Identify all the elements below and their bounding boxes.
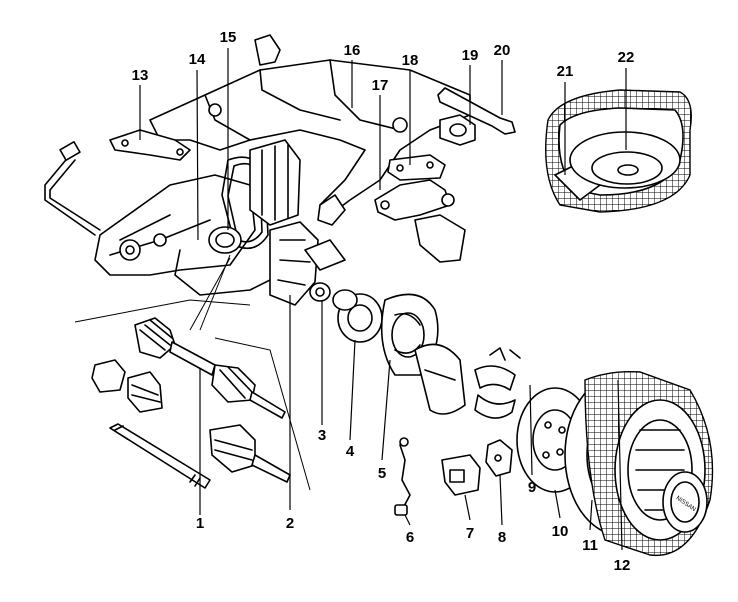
caliper-bracket: [485, 439, 513, 477]
callout-6: 6: [406, 529, 414, 546]
callout-16: 16: [344, 42, 361, 59]
callout-1: 1: [196, 515, 204, 532]
callout-17: 17: [372, 77, 389, 94]
brake-caliper: [441, 454, 481, 496]
callout-9: 9: [528, 479, 536, 496]
rear-subframe: [149, 34, 471, 226]
callout-21: 21: [557, 63, 574, 80]
diff-cover: [249, 139, 301, 226]
callout-2: 2: [286, 515, 294, 532]
callout-19: 19: [462, 47, 479, 64]
lower-bracket: [387, 154, 446, 181]
callout-20: 20: [494, 42, 511, 59]
callout-3: 3: [318, 427, 326, 444]
axle-housing: [269, 221, 346, 306]
parking-brake-shoes: [474, 347, 521, 419]
boot-kit: [91, 359, 163, 413]
leader-lines: [139, 48, 627, 551]
bracket: [109, 129, 191, 161]
callout-14: 14: [189, 51, 206, 68]
callout-10: 10: [552, 523, 569, 540]
callout-13: 13: [132, 67, 149, 84]
callout-18: 18: [402, 52, 419, 69]
bearing-spacer: [309, 282, 331, 302]
lower-arm: [374, 179, 455, 221]
callout-15: 15: [220, 29, 237, 46]
spare-wheel: [569, 131, 681, 189]
callout-5: 5: [378, 465, 386, 482]
dust-shield: [414, 343, 466, 415]
callout-labels: 1 2 3 4 5 6 7 8 9 10 11 12 13 14 15 16 1…: [132, 29, 635, 574]
callout-4: 4: [346, 443, 355, 460]
callout-12: 12: [614, 557, 631, 574]
upper-arm: [437, 87, 516, 135]
mount-bushing: [208, 226, 242, 254]
hub-bearing: [332, 289, 383, 343]
callout-7: 7: [466, 525, 474, 542]
drive-shaft-assembly: [134, 317, 286, 419]
guide-lines: [74, 254, 311, 491]
outer-boot: [209, 424, 291, 483]
callout-8: 8: [498, 529, 506, 546]
hub-cap: NISSAN: [662, 471, 708, 533]
axle-shaft: [109, 423, 211, 489]
callout-22: 22: [618, 49, 635, 66]
knuckle-arm: [414, 214, 466, 263]
callout-11: 11: [582, 537, 598, 554]
upper-link: [439, 114, 476, 146]
wheel-speed-sensor: [394, 437, 411, 516]
